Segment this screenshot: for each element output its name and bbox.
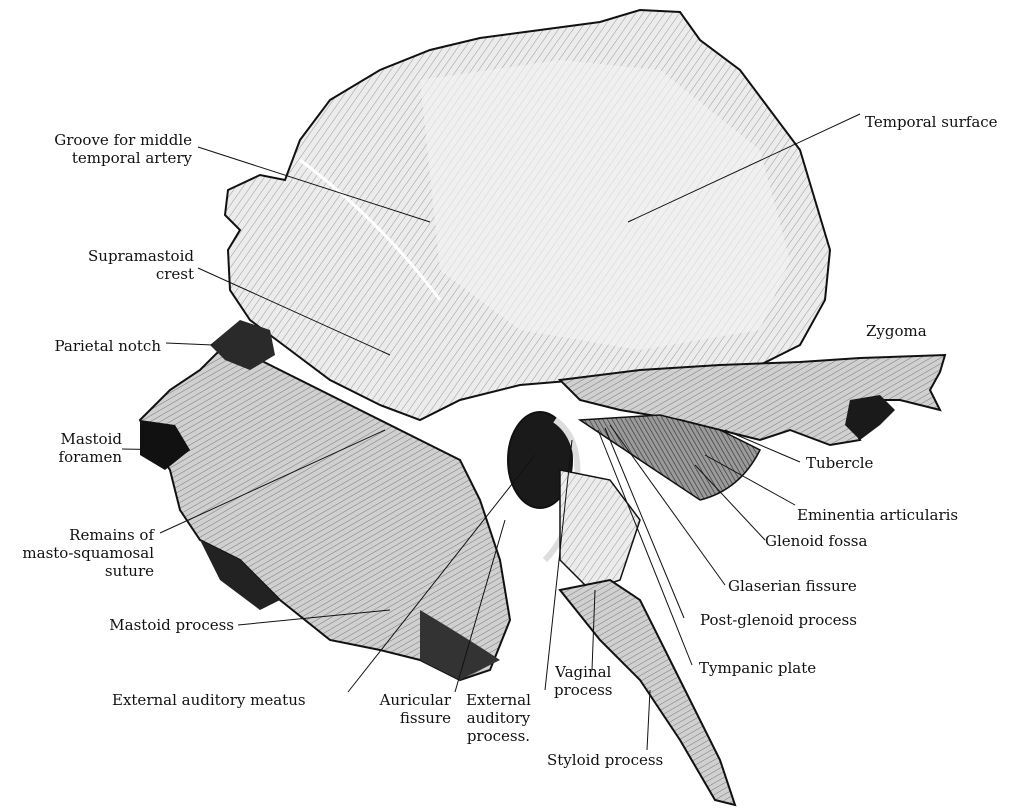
label-styloid-process: Styloid process [547,751,664,769]
label-mastoid-process: Mastoid process [109,616,234,634]
meatus-shape [507,411,573,509]
label-external-auditory-process: External auditory process. [466,691,531,745]
label-parietal-notch: Parietal notch [54,337,161,355]
label-tympanic-plate: Tympanic plate [699,659,817,677]
label-temporal-surface: Temporal surface [865,113,998,131]
label-groove-middle-temporal-artery: Groove for middle temporal artery [54,131,192,167]
label-vaginal-process: Vaginal process [554,663,613,699]
label-tubercle: Tubercle [806,454,874,472]
label-remains-masto-squamosal-suture: Remains of masto-squamosal suture [22,526,154,580]
label-zygoma: Zygoma [866,322,927,340]
label-auricular-fissure: Auricular fissure [379,691,451,727]
styloid-shape [558,578,737,807]
label-supramastoid-crest: Supramastoid crest [88,247,194,283]
label-mastoid-foramen: Mastoid foramen [58,430,122,466]
leader-lines [121,113,861,751]
label-external-auditory-meatus: External auditory meatus [112,691,306,709]
label-eminentia-articularis: Eminentia articularis [797,506,959,524]
label-glenoid-fossa: Glenoid fossa [765,532,868,550]
label-post-glenoid-process: Post-glenoid process [700,611,857,629]
label-glaserian-fissure: Glaserian fissure [728,577,857,595]
